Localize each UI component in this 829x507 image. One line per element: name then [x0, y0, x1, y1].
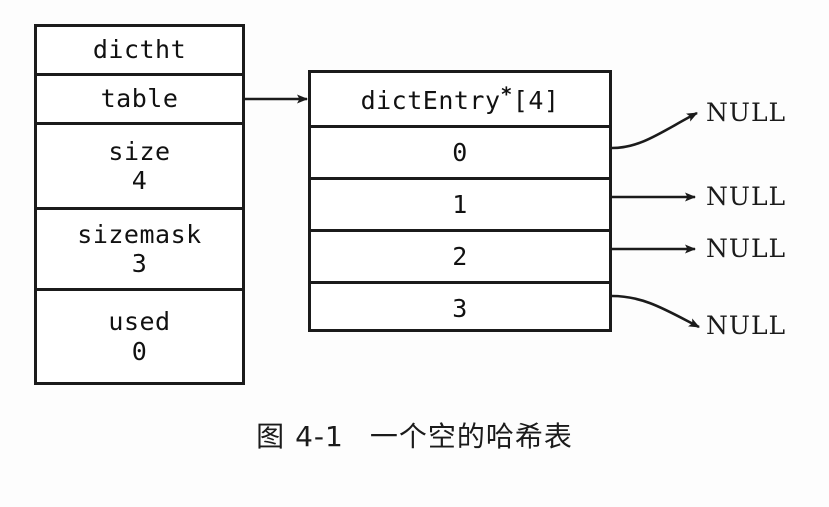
bucket-slot-0-index: 0 [452, 137, 468, 167]
figure-caption-number: 图 4-1 [256, 420, 344, 453]
bucket-slot-1: 1 [311, 177, 609, 229]
dictht-field-table-label: table [100, 84, 179, 114]
dictht-field-table: table [37, 73, 242, 122]
bucket-array-header-label: dictEntry*[4] [361, 83, 560, 116]
dictht-field-size-label: size [108, 136, 171, 166]
null-label-slot-2: NULL [706, 234, 787, 263]
dictht-title-label: dictht [92, 35, 187, 65]
figure-caption-text: 一个空的哈希表 [369, 420, 573, 453]
bucket-array-header-suffix: [4] [512, 85, 560, 115]
bucket-slot-0: 0 [311, 125, 609, 177]
dictht-field-sizemask: sizemask 3 [37, 207, 242, 288]
dictht-field-size: size 4 [37, 122, 242, 207]
bucket-slot-1-index: 1 [452, 189, 468, 219]
bucket-array-header-row: dictEntry*[4] [311, 73, 609, 125]
pointer-star-icon: * [500, 82, 513, 106]
bucket-array-header-prefix: dictEntry [360, 85, 501, 115]
dictht-field-size-value: 4 [131, 166, 148, 195]
dictht-field-used: used 0 [37, 288, 242, 382]
arrow-slot-3-to-null [611, 294, 700, 329]
null-label-slot-0: NULL [706, 98, 787, 127]
null-label-slot-3: NULL [706, 311, 787, 340]
figure-caption: 图 4-1 一个空的哈希表 [0, 415, 829, 455]
dictht-field-used-value: 0 [131, 336, 148, 366]
arrow-slot-0-to-null [611, 111, 698, 150]
bucket-array-box: dictEntry*[4] 0 1 2 3 [308, 70, 612, 332]
bucket-slot-2: 2 [311, 229, 609, 281]
dictht-title-row: dictht [37, 27, 242, 73]
bucket-slot-3-index: 3 [452, 293, 468, 323]
dictht-field-sizemask-value: 3 [131, 249, 148, 278]
dictht-struct-box: dictht table size 4 sizemask 3 used 0 [34, 24, 245, 385]
null-label-slot-1: NULL [706, 182, 787, 211]
bucket-slot-3: 3 [311, 281, 609, 333]
dictht-field-sizemask-label: sizemask [77, 219, 202, 249]
dictht-field-used-label: used [108, 307, 171, 336]
bucket-slot-2-index: 2 [452, 241, 468, 271]
